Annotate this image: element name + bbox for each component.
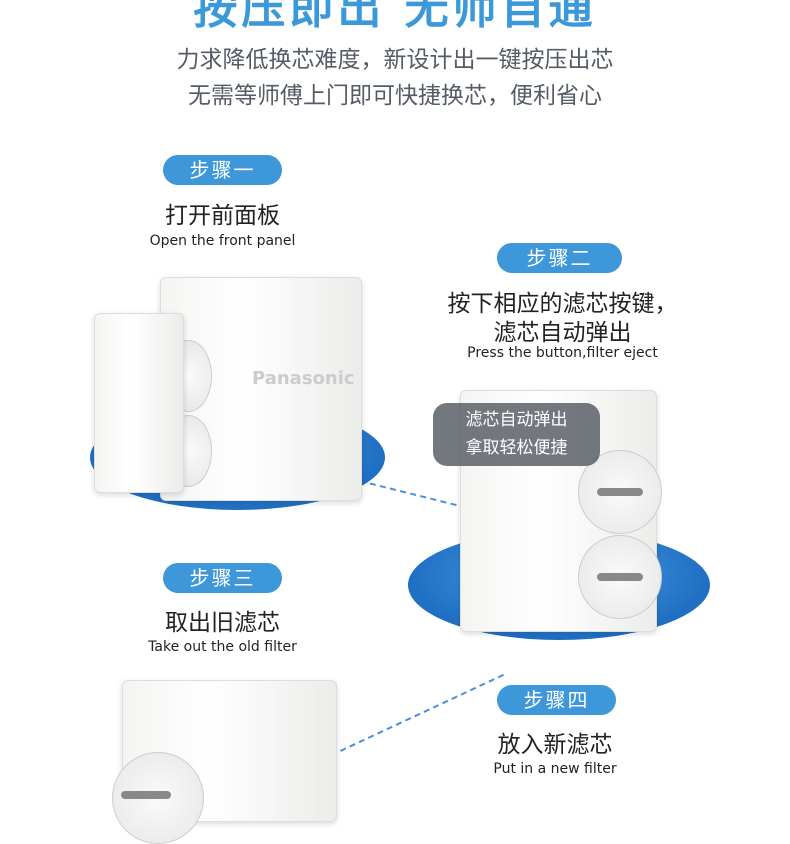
step-3-english: Take out the old filter <box>148 639 297 655</box>
subtitle-line-2: 无需等师傅上门即可快捷换芯，便利省心 <box>188 83 602 109</box>
tooltip-line-1: 滤芯自动弹出 <box>465 410 568 430</box>
step-2-title-line-1: 按下相应的滤芯按键， <box>447 291 678 317</box>
step-2-english: Press the button,filter eject <box>467 345 658 361</box>
step-4-badge: 步骤四 <box>497 685 616 715</box>
step-4-english: Put in a new filter <box>493 761 617 777</box>
step-1-english: Open the front panel <box>149 233 296 249</box>
tooltip-callout: 滤芯自动弹出 拿取轻松便捷 <box>433 403 600 466</box>
step-4-title: 放入新滤芯 <box>497 732 613 758</box>
step-3-badge: 步骤三 <box>163 563 282 593</box>
page-title: 按压即出 无师自通 <box>193 0 597 34</box>
step-1-title: 打开前面板 <box>165 203 280 229</box>
tooltip-line-2: 拿取轻松便捷 <box>465 438 568 458</box>
subtitle-line-1: 力求降低换芯难度，新设计出一键按压出芯 <box>176 47 614 73</box>
connector-line <box>359 480 467 509</box>
step-3-title: 取出旧滤芯 <box>165 610 280 636</box>
step-1-badge: 步骤一 <box>163 155 282 185</box>
brand-logo: Panasonic <box>252 368 355 389</box>
step-2-title-line-2: 滤芯自动弹出 <box>493 320 632 346</box>
step-2-badge: 步骤二 <box>497 243 622 273</box>
